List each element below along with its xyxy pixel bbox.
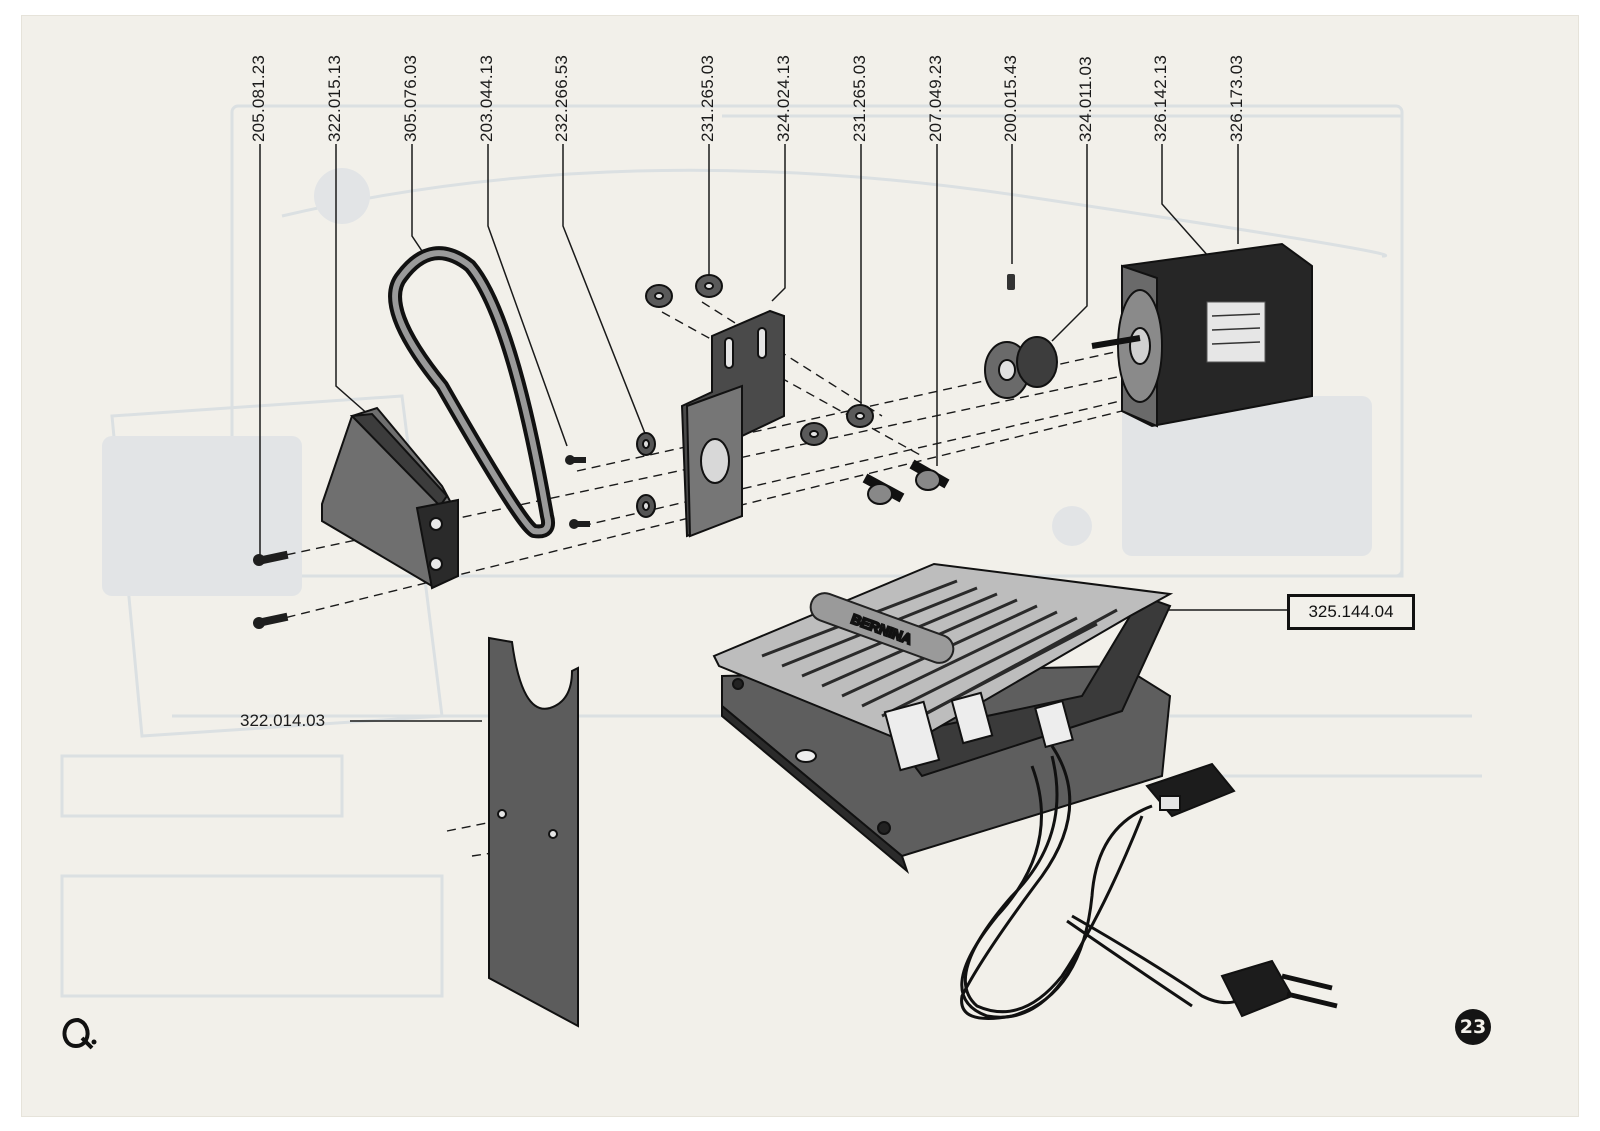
- belt-guard-bracket: [321, 406, 459, 590]
- set-screw: [1007, 274, 1015, 290]
- publisher-logo-icon: [62, 1017, 97, 1050]
- mounting-bolts: [862, 459, 950, 505]
- page-number-badge: 23: [1455, 1009, 1491, 1045]
- part-label-324-011-03: 324.011.03: [1076, 56, 1095, 142]
- washers-upper: [645, 274, 723, 308]
- motor-mounting-plate: [680, 309, 785, 538]
- leader-lines: [259, 144, 1287, 722]
- sewing-machine-motor: [1091, 242, 1313, 428]
- power-cable: [960, 745, 1238, 1020]
- long-screw-lower: [253, 612, 289, 629]
- show-through-background: [60, 104, 1482, 998]
- mains-plug: [1220, 959, 1338, 1018]
- hex-nuts: [636, 432, 656, 518]
- part-label-203-044-13: 203.044.13: [477, 54, 496, 142]
- part-label-232-266-53: 232.266.53: [552, 54, 571, 142]
- motor-connector-plug: [1145, 762, 1236, 818]
- manual-page: BERNINA 205.081.23 322.015.13 305.076.03…: [22, 16, 1578, 1116]
- part-label-200-015-43: 200.015.43: [1001, 54, 1020, 142]
- motor-pulley: [984, 336, 1058, 399]
- exploded-parts-drawing: BERNINA: [253, 144, 1338, 1028]
- part-label-322-015-13: 322.015.13: [325, 54, 344, 142]
- washers-lower: [800, 404, 874, 446]
- part-label-foot-control: 325.144.04: [1287, 594, 1415, 630]
- part-label-231-265-03-b: 231.265.03: [850, 54, 869, 142]
- part-label-326-142-13: 326.142.13: [1151, 54, 1170, 142]
- part-label-324-024-13: 324.024.13: [774, 54, 793, 142]
- part-label-205-081-23: 205.081.23: [249, 54, 268, 142]
- part-label-305-076-03: 305.076.03: [401, 54, 420, 142]
- part-label-326-173-03: 326.173.03: [1227, 54, 1246, 142]
- part-label-231-265-03-a: 231.265.03: [698, 54, 717, 142]
- long-screw-upper: [253, 550, 289, 566]
- part-label-322-014-03: 322.014.03: [240, 711, 326, 730]
- foot-pedal: BERNINA: [712, 562, 1174, 778]
- part-label-207-049-23: 207.049.23: [926, 54, 945, 142]
- cover-sheet: [488, 636, 579, 1028]
- v-belt: [388, 246, 556, 539]
- small-screws: [565, 455, 590, 529]
